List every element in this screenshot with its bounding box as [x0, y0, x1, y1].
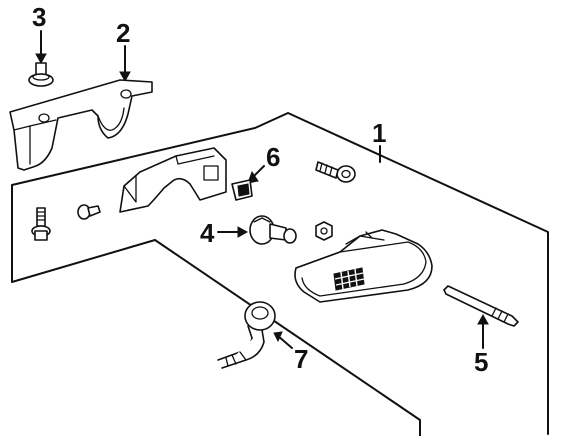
callout-3: 3 [32, 2, 46, 32]
arrowhead-3 [35, 53, 47, 65]
lamp-lens-grid [333, 267, 365, 291]
lamp-nut [315, 221, 333, 241]
arrowhead-5 [477, 313, 489, 325]
socket-harness [217, 301, 276, 369]
lamp-screw-left [31, 207, 51, 241]
callout-6: 6 [266, 142, 280, 172]
callout-7: 7 [294, 344, 308, 374]
mounting-pin [443, 285, 519, 327]
callout-5: 5 [474, 347, 488, 377]
arrowhead-4 [237, 226, 249, 238]
arrowhead-7 [273, 331, 283, 343]
arrowhead-2 [119, 71, 131, 83]
retaining-clip [231, 179, 253, 201]
housing-bracket [119, 147, 227, 213]
bracket-screw [28, 62, 54, 87]
lamp-bulb [249, 215, 297, 245]
callout-2: 2 [116, 18, 130, 48]
lamp-screw-upper [315, 161, 356, 183]
callout-4: 4 [200, 218, 215, 248]
leader-7 [277, 335, 293, 349]
mounting-bracket [9, 79, 153, 171]
side-marker-lamp [294, 229, 433, 303]
callout-1: 1 [372, 118, 386, 148]
assembly-outline [11, 112, 549, 436]
lamp-bolt-left [77, 204, 101, 220]
